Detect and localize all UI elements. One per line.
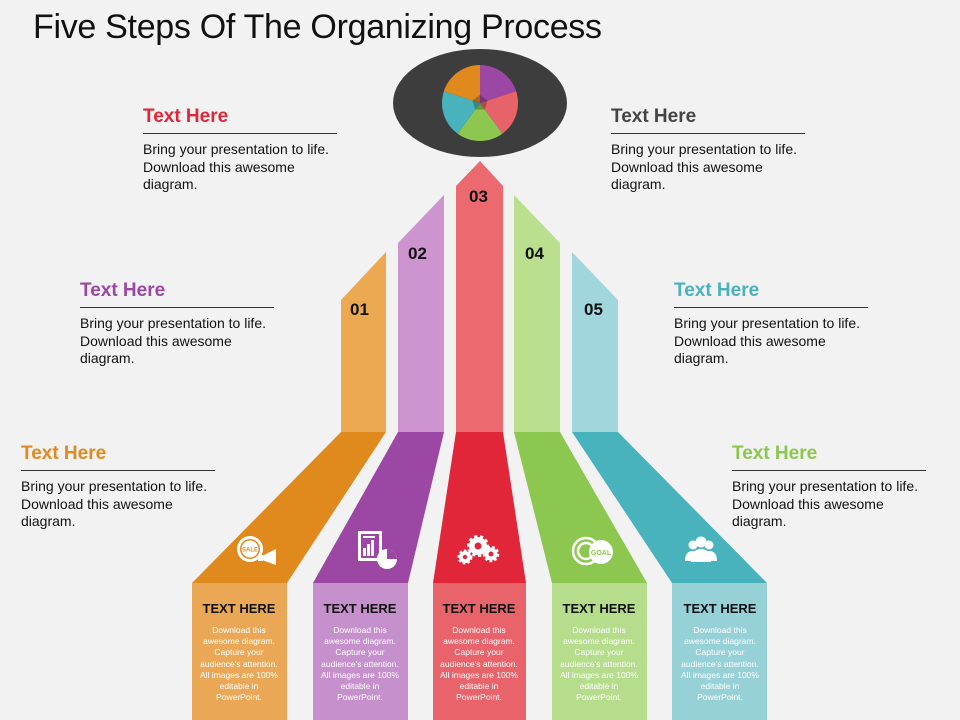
column-05-upper <box>572 252 618 432</box>
team-people-icon <box>685 536 717 562</box>
band-03 <box>433 432 526 583</box>
step-number-02: 02 <box>408 244 427 263</box>
card-text-04: Download this awesome diagram. Capture y… <box>560 625 638 703</box>
callout-body: Bring your presentation to life. Downloa… <box>143 141 329 192</box>
card-04 <box>552 583 647 720</box>
callout-heading: Text Here <box>611 106 805 134</box>
card-title-04: TEXT HERE <box>562 601 636 616</box>
callout-body: Bring your presentation to life. Downloa… <box>674 315 860 366</box>
callout-heading: Text Here <box>21 443 215 471</box>
band-04 <box>514 432 647 583</box>
callout-heading: Text Here <box>143 106 337 134</box>
svg-text:SALE: SALE <box>242 548 258 554</box>
callout-body: Bring your presentation to life. Downloa… <box>732 478 918 529</box>
card-title-03: TEXT HERE <box>442 601 516 616</box>
callout-06: Text Here Bring your presentation to lif… <box>732 443 926 531</box>
gears-icon <box>457 535 500 565</box>
callout-body: Bring your presentation to life. Downloa… <box>21 478 207 529</box>
card-02 <box>313 583 408 720</box>
sale-badge-megaphone-icon: SALE <box>237 536 276 565</box>
page-title: Five Steps Of The Organizing Process <box>33 8 602 46</box>
column-02-upper <box>398 195 444 432</box>
step-number-03: 03 <box>469 187 488 206</box>
callout-02: Text Here Bring your presentation to lif… <box>80 280 274 368</box>
card-03 <box>433 583 526 720</box>
report-chart-icon <box>358 531 397 569</box>
callout-body: Bring your presentation to life. Downloa… <box>80 315 266 366</box>
pie-slice-teal <box>442 91 480 134</box>
callout-heading: Text Here <box>732 443 926 471</box>
callout-01: Text Here Bring your presentation to lif… <box>21 443 215 531</box>
pie-slice-purple <box>480 65 517 103</box>
card-text-02: Download this awesome diagram. Capture y… <box>321 625 399 703</box>
card-text-01: Download this awesome diagram. Capture y… <box>200 625 278 703</box>
band-05 <box>572 432 767 583</box>
pie-slice-red <box>480 91 518 134</box>
callout-03: Text Here Bring your presentation to lif… <box>143 106 337 194</box>
pie-slice-orange <box>443 65 480 103</box>
pie-slice-green <box>457 103 503 142</box>
column-04-upper <box>514 195 560 432</box>
callout-heading: Text Here <box>674 280 868 308</box>
callout-04: Text Here Bring your presentation to lif… <box>611 106 805 194</box>
pie-icon <box>442 65 518 142</box>
callout-05: Text Here Bring your presentation to lif… <box>674 280 868 368</box>
column-01-upper <box>341 252 386 432</box>
card-text-05: Download this awesome diagram. Capture y… <box>681 625 759 703</box>
card-text-03: Download this awesome diagram. Capture y… <box>440 625 518 703</box>
card-title-01: TEXT HERE <box>202 601 276 616</box>
callout-body: Bring your presentation to life. Downloa… <box>611 141 797 192</box>
step-number-04: 04 <box>525 244 544 263</box>
svg-text:GOAL: GOAL <box>591 550 612 557</box>
step-number-01: 01 <box>350 300 369 319</box>
card-01 <box>192 583 287 720</box>
column-03-upper <box>456 161 503 432</box>
step-number-05: 05 <box>584 300 603 319</box>
band-02 <box>313 432 444 583</box>
card-05 <box>672 583 767 720</box>
card-title-02: TEXT HERE <box>323 601 397 616</box>
callout-heading: Text Here <box>80 280 274 308</box>
card-title-05: TEXT HERE <box>683 601 757 616</box>
goal-target-icon: GOAL <box>571 536 613 566</box>
